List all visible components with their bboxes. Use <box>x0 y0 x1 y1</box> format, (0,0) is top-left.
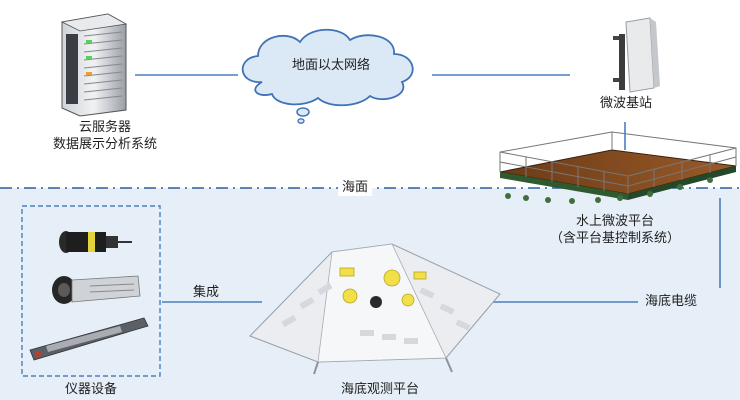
instrument-group-box <box>21 205 161 377</box>
integration-label: 集成 <box>190 285 223 301</box>
cloud-label: 地面以太网络 <box>291 58 370 73</box>
platform-label-line1: 水上微波平台 <box>575 214 654 229</box>
microwave-station-label: 微波基站 <box>599 96 652 111</box>
floating-platform-icon <box>499 131 737 204</box>
subsea-cable-label: 海底电缆 <box>642 294 701 310</box>
platform-label-line2: （含平台基控制系统） <box>549 231 680 246</box>
server-label-line2: 数据展示分析系统 <box>52 137 157 152</box>
seabed-frame-icon <box>249 243 501 375</box>
server-label-line1: 云服务器 <box>78 120 131 135</box>
probe-sensor-icon <box>59 231 132 253</box>
microwave-antenna-icon <box>613 17 660 93</box>
server-rack-icon <box>60 13 128 117</box>
sea-surface-label: 海面 <box>338 180 373 196</box>
seabed-platform-label: 海底观测平台 <box>340 382 419 397</box>
cloud-icon <box>241 28 414 124</box>
instruments-label: 仪器设备 <box>64 382 117 397</box>
sensor-bar-icon <box>29 317 149 361</box>
camera-sensor-icon <box>52 275 141 304</box>
